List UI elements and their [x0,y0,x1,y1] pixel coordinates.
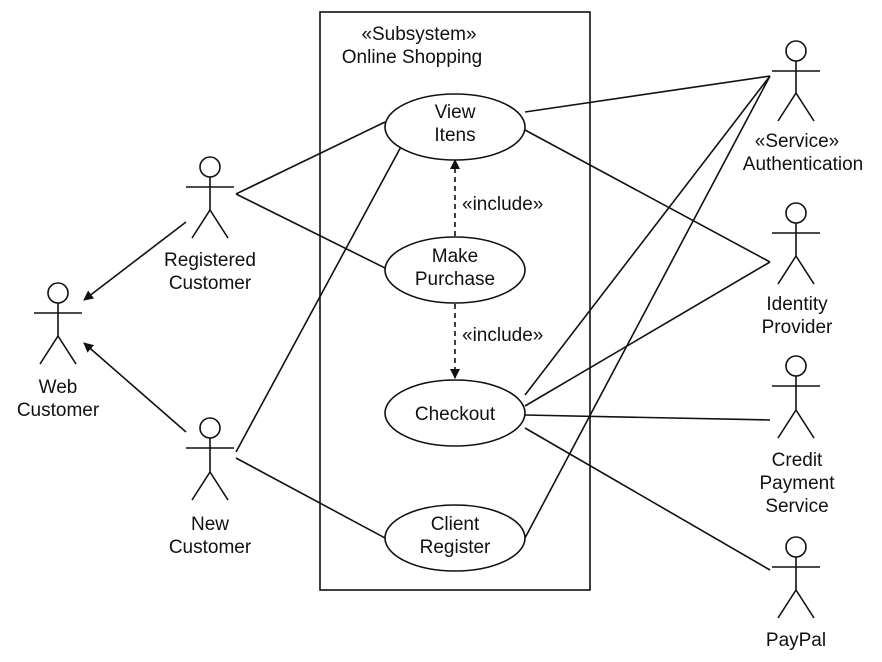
credit-payment-line2: Payment [760,473,836,494]
assoc-registered-view [235,121,386,195]
assoc-checkout-paypal [524,427,771,571]
client-register-line2: Register [420,537,491,558]
assoc-view-identity [524,129,771,263]
registered-customer-line1: Registered [164,250,256,271]
include-label-checkout: «include» [462,325,543,346]
authentication-line1: «Service» [755,131,840,152]
actor-registered-customer: Registered Customer [164,156,256,294]
make-purchase-line1: Make [432,246,478,267]
generalization-new-to-web [83,342,187,433]
actor-web-customer: Web Customer [17,282,100,421]
make-purchase-line2: Purchase [415,269,495,290]
actor-new-customer: New Customer [169,417,252,558]
actor-identity-provider: Identity Provider [762,202,833,338]
generalization-registered-to-web [83,221,187,301]
assoc-register-authentication [524,75,771,539]
assoc-new-register [235,457,386,539]
subsystem-boundary [319,11,591,591]
subsystem-name: Online Shopping [342,47,483,68]
actor-credit-payment-service: Credit Payment Service [760,355,836,517]
include-label-view: «include» [462,194,543,215]
use-case-make-purchase: Make Purchase [384,236,526,304]
use-case-checkout: Checkout [384,379,526,447]
actor-authentication-service: «Service» Authentication [743,40,863,175]
assoc-registered-purchase [235,193,386,269]
paypal-label: PayPal [766,630,826,651]
identity-provider-line1: Identity [766,294,828,315]
identity-provider-line2: Provider [762,317,833,338]
client-register-line1: Client [431,514,480,535]
web-customer-line2: Customer [17,400,100,421]
actor-paypal: PayPal [766,536,826,651]
checkout-line1: Checkout [415,404,496,425]
assoc-checkout-authentication [524,75,771,396]
associations [235,75,771,571]
use-case-view-items: View Itens [384,93,526,161]
assoc-view-authentication [524,75,771,113]
assoc-checkout-credit [524,414,771,421]
credit-payment-line1: Credit [772,450,823,471]
view-items-line1: View [435,102,476,123]
assoc-new-view [235,142,404,453]
registered-customer-line2: Customer [169,273,252,294]
subsystem-stereotype: «Subsystem» [361,24,476,45]
credit-payment-line3: Service [765,496,828,517]
authentication-line2: Authentication [743,154,863,175]
new-customer-line2: Customer [169,537,252,558]
web-customer-line1: Web [39,377,78,398]
use-case-client-register: Client Register [384,504,526,572]
view-items-line2: Itens [434,125,475,146]
assoc-checkout-identity [524,261,771,407]
new-customer-line1: New [191,514,229,535]
